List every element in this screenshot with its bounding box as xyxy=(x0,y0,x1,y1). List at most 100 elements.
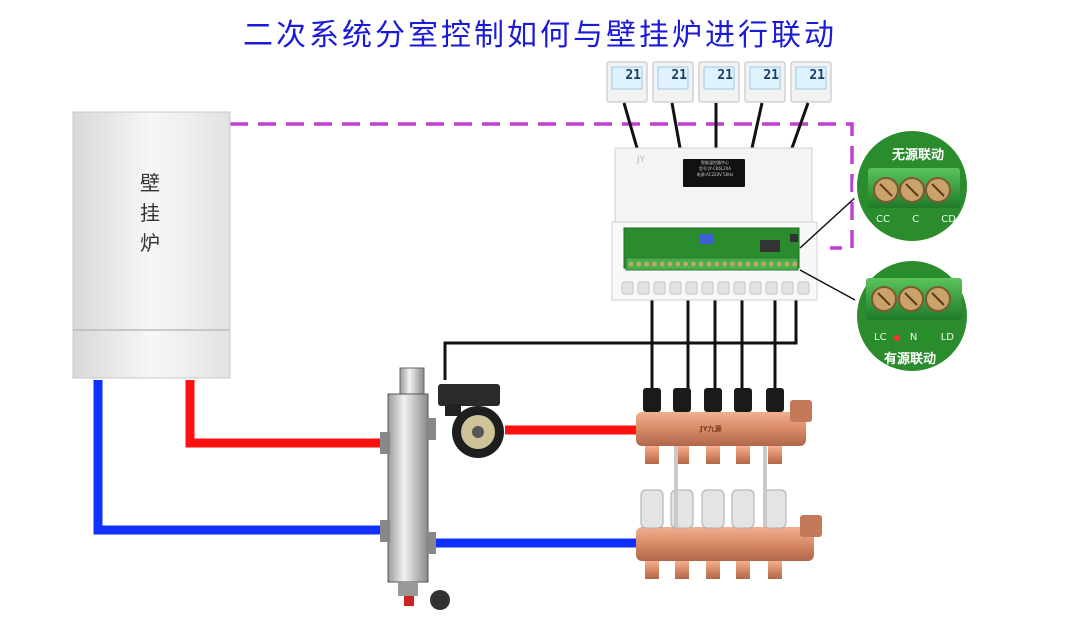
terminal-screw xyxy=(675,261,681,267)
flow-meter-cap xyxy=(704,388,722,412)
hot-supply-pipe-left xyxy=(185,380,382,448)
terminal-screw xyxy=(628,261,634,267)
manifold-supply xyxy=(636,388,812,464)
thermostat xyxy=(606,61,648,103)
knockout-hole xyxy=(685,281,698,295)
callout-active-circle xyxy=(853,257,971,375)
terminal-screw xyxy=(683,261,688,267)
terminal-screw xyxy=(769,261,774,267)
terminal-screw xyxy=(753,261,759,267)
supply-outlet xyxy=(736,446,750,464)
knockout-hole xyxy=(765,281,778,295)
thermostat xyxy=(744,61,786,103)
terminal-label: LD xyxy=(940,332,954,343)
callout-active-terminals: LC N LD xyxy=(874,332,954,343)
terminal-label: CD xyxy=(941,214,956,225)
return-outlet xyxy=(736,561,750,579)
callout-passive-terminals: CC C CD xyxy=(876,214,956,225)
terminal-screw xyxy=(714,261,720,267)
actuator-head xyxy=(731,489,755,529)
return-outlet xyxy=(768,561,782,579)
thermostat-display: 21 xyxy=(625,68,641,83)
thermostat-display: 21 xyxy=(717,68,733,83)
terminal-screw xyxy=(730,261,735,267)
terminal-screw xyxy=(667,261,673,267)
thermostat-display: 21 xyxy=(763,68,779,83)
page-title: 二次系统分室控制如何与壁挂炉进行联动 xyxy=(243,18,837,53)
flow-meter-cap xyxy=(673,388,691,412)
knockout-hole xyxy=(717,281,730,295)
supply-outlet xyxy=(768,446,782,464)
terminal-screw xyxy=(698,261,704,267)
terminal-screw xyxy=(652,261,657,267)
return-outlet xyxy=(675,561,689,579)
terminal-screw xyxy=(722,261,727,267)
boiler-label-char: 挂 xyxy=(140,201,160,225)
terminal-screw xyxy=(691,261,696,267)
knockout-hole xyxy=(621,281,634,295)
thermostat-display: 21 xyxy=(809,68,825,83)
callout-passive-line xyxy=(799,194,859,249)
flow-meter-cap xyxy=(734,388,752,412)
boiler-label-char: 壁 xyxy=(140,171,160,195)
terminal-label: LC xyxy=(874,332,887,343)
controller-panel-line: 电源:AC220V 50Hz xyxy=(696,172,734,177)
terminal-screw xyxy=(761,261,766,267)
manifold-brand: JY九源 xyxy=(700,425,722,433)
controller-box: JY xyxy=(611,147,818,301)
knockout-hole xyxy=(733,281,746,295)
boiler-label: 壁 挂 炉 xyxy=(138,168,162,258)
return-outlet xyxy=(645,561,659,579)
svg-text:JY: JY xyxy=(636,155,646,165)
terminal-screw xyxy=(706,261,712,267)
controller-panel-text: 智能温控器中心 型号:JY-CK6L20A 电源:AC220V 50Hz xyxy=(686,160,744,178)
terminal-label: CC xyxy=(876,214,890,225)
return-outlet xyxy=(706,561,720,579)
thermostat-display: 21 xyxy=(671,68,687,83)
terminal-screw xyxy=(776,261,782,267)
controller-panel-line: 型号:JY-CK6L20A xyxy=(699,166,731,171)
supply-outlet xyxy=(706,446,720,464)
manifold-return xyxy=(636,489,822,579)
thermostat xyxy=(698,61,740,103)
knockout-hole xyxy=(669,281,682,295)
signal-dashed-line xyxy=(230,122,854,250)
controller-panel-line: 智能温控器中心 xyxy=(701,160,729,165)
terminal-label: N xyxy=(909,332,918,343)
terminal-screw xyxy=(784,261,790,267)
terminal-label: C xyxy=(912,214,920,225)
terminal-screw xyxy=(792,261,798,267)
thermostat-wires xyxy=(622,102,810,149)
thermostats-row xyxy=(606,61,832,103)
terminal-screw xyxy=(745,261,751,267)
flow-meter-cap xyxy=(643,388,661,412)
flow-meter-cap xyxy=(766,388,784,412)
actuator-head xyxy=(640,489,664,529)
actuator-head xyxy=(763,489,787,529)
hydraulic-separator xyxy=(380,367,450,610)
thermostat xyxy=(790,61,832,103)
terminal-screw xyxy=(659,261,665,267)
callout-active-title: 有源联动 xyxy=(884,352,937,367)
knockout-hole xyxy=(781,281,794,295)
wall-boiler xyxy=(72,111,231,379)
knockout-hole xyxy=(797,281,810,295)
terminal-screw xyxy=(636,261,642,267)
callout-passive-circle xyxy=(853,127,971,245)
terminal-screw xyxy=(644,261,649,267)
actuator-head xyxy=(701,489,725,529)
knockout-hole xyxy=(701,281,714,295)
boiler-label-char: 炉 xyxy=(140,231,160,255)
cold-return-pipe-left xyxy=(93,380,382,535)
knockout-hole xyxy=(653,281,666,295)
terminal-screw xyxy=(737,261,743,267)
supply-outlet xyxy=(645,446,659,464)
pump-wire xyxy=(443,272,798,380)
callout-active-line xyxy=(799,269,856,301)
thermostat xyxy=(652,61,694,103)
knockout-hole xyxy=(749,281,762,295)
knockout-hole xyxy=(637,281,650,295)
supply-outlet xyxy=(675,446,689,464)
callout-passive-title: 无源联动 xyxy=(892,148,945,163)
